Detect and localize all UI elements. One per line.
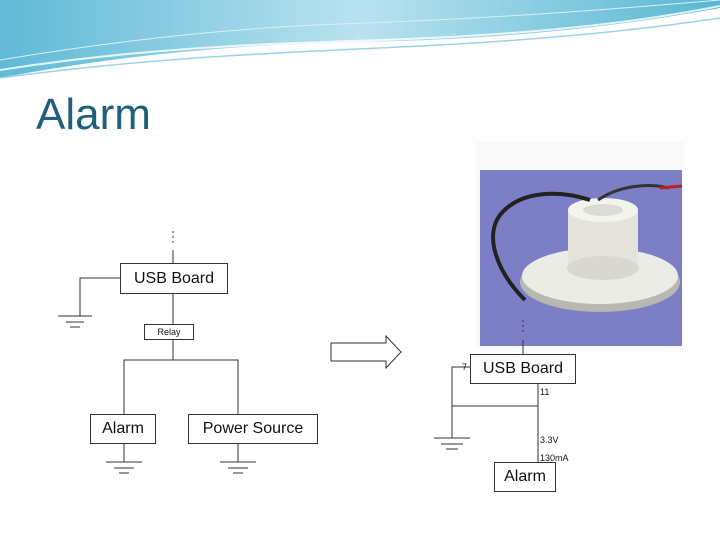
alarm-right-label: Alarm xyxy=(504,468,546,485)
pin-11-label: 11 xyxy=(540,387,550,397)
power-source-label: Power Source xyxy=(202,420,304,437)
power-source-box: Power Source xyxy=(188,414,318,444)
relay-label: Relay xyxy=(157,327,181,337)
alarm-box-right: Alarm xyxy=(494,462,556,492)
usb-board-label: USB Board xyxy=(133,269,215,287)
pin-7-label: 7 xyxy=(462,362,468,372)
header-wave-decoration xyxy=(0,0,720,79)
voltage-label: 3.3V xyxy=(540,435,559,445)
usb-board-right-label: USB Board xyxy=(482,360,564,377)
slide-title: Alarm xyxy=(36,90,151,139)
usb-board-box: USB Board xyxy=(120,263,228,294)
alarm-box: Alarm xyxy=(90,414,156,444)
relay-box: Relay xyxy=(144,324,194,340)
alarm-label: Alarm xyxy=(102,420,144,437)
usb-board-box-right: USB Board xyxy=(470,354,576,384)
current-label: 130mA xyxy=(540,453,569,463)
